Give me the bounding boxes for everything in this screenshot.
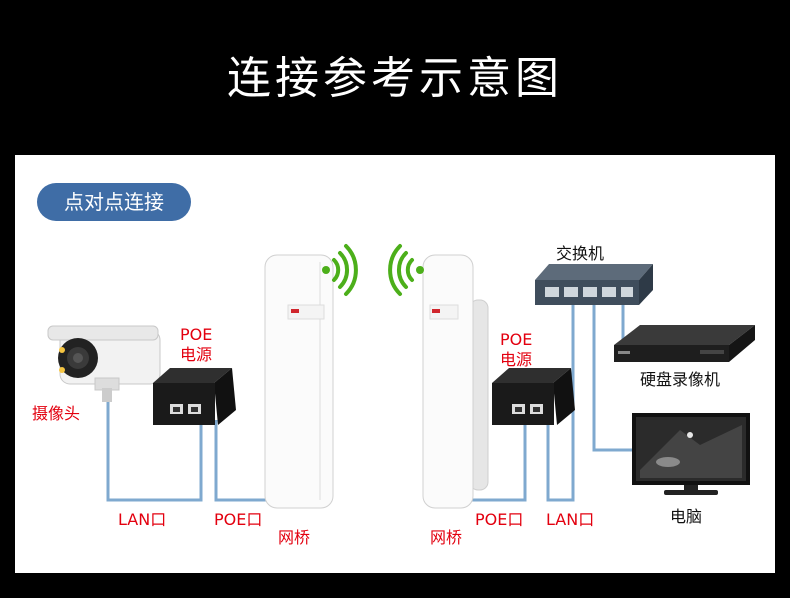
wireless-bridge-right-icon <box>422 254 489 509</box>
wireless-bridge-left-icon <box>264 254 334 509</box>
cable-poe-to-bridge-left <box>214 420 266 502</box>
switch-icon <box>535 264 653 305</box>
label-poe-port-left: POE口 <box>214 510 263 529</box>
label-camera: 摄像头 <box>32 404 81 423</box>
cable-switch-to-monitor <box>592 300 636 452</box>
label-bridge-left: 网桥 <box>278 528 311 547</box>
cable-bridge-right-to-poe <box>471 420 527 502</box>
label-lan-port-left: LAN口 <box>118 510 167 529</box>
wifi-signal-left-icon <box>388 244 424 296</box>
nvr-icon <box>614 325 755 362</box>
section-badge: 点对点连接 <box>37 183 191 221</box>
page-title: 连接参考示意图 <box>227 53 563 104</box>
monitor-icon <box>632 413 750 495</box>
poe-adapter-left-icon <box>153 368 236 425</box>
label-poe-power-right: POE 电源 <box>500 330 533 369</box>
label-monitor: 电脑 <box>670 507 703 526</box>
label-poe-power-left: POE 电源 <box>180 325 213 364</box>
label-bridge-right: 网桥 <box>430 528 463 547</box>
camera-icon <box>47 325 161 402</box>
label-nvr: 硬盘录像机 <box>640 370 721 389</box>
label-poe-port-right: POE口 <box>475 510 524 529</box>
cables <box>106 300 636 502</box>
poe-adapter-right-icon <box>492 368 575 425</box>
label-switch: 交换机 <box>556 244 605 263</box>
wifi-signal-right-icon <box>322 244 358 296</box>
cable-camera-to-poe <box>106 378 203 502</box>
label-lan-port-right: LAN口 <box>546 510 595 529</box>
